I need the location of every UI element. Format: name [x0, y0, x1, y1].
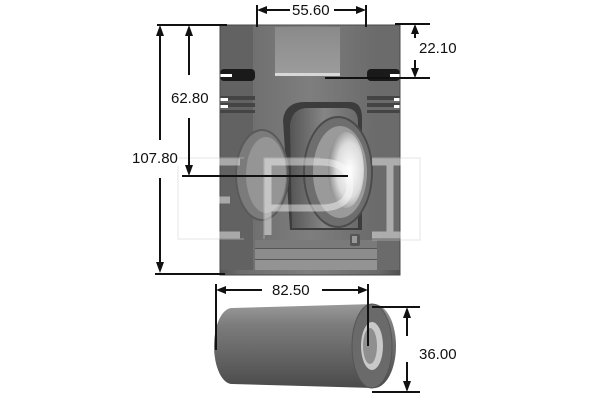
dimension-compression-height: 62.80	[170, 90, 210, 107]
ring-grooves-lower-left	[220, 96, 255, 113]
ring-groove-top-left	[220, 69, 255, 81]
piston-pin	[214, 303, 396, 389]
skirt-band-1	[255, 240, 377, 248]
piston	[219, 24, 401, 276]
skirt-band-3	[255, 260, 377, 270]
skirt-band-2	[255, 249, 377, 259]
dimension-pin-diameter: 36.00	[418, 346, 458, 363]
bowl-floor-highlight	[275, 73, 340, 76]
dimension-top-land-height: 22.10	[418, 40, 458, 57]
ring-grooves-lower-right	[367, 96, 400, 113]
pin-body	[214, 304, 396, 388]
dimension-pin-length: 82.50	[271, 282, 311, 299]
dimension-total-height: 107.80	[131, 150, 179, 167]
dimension-lines	[155, 5, 430, 393]
piston-crown-right	[376, 25, 400, 270]
watermark-epi	[176, 158, 408, 239]
combustion-bowl	[275, 27, 340, 74]
pin-bore-opening	[328, 132, 364, 208]
dimension-bowl-diameter: 55.60	[291, 2, 331, 19]
